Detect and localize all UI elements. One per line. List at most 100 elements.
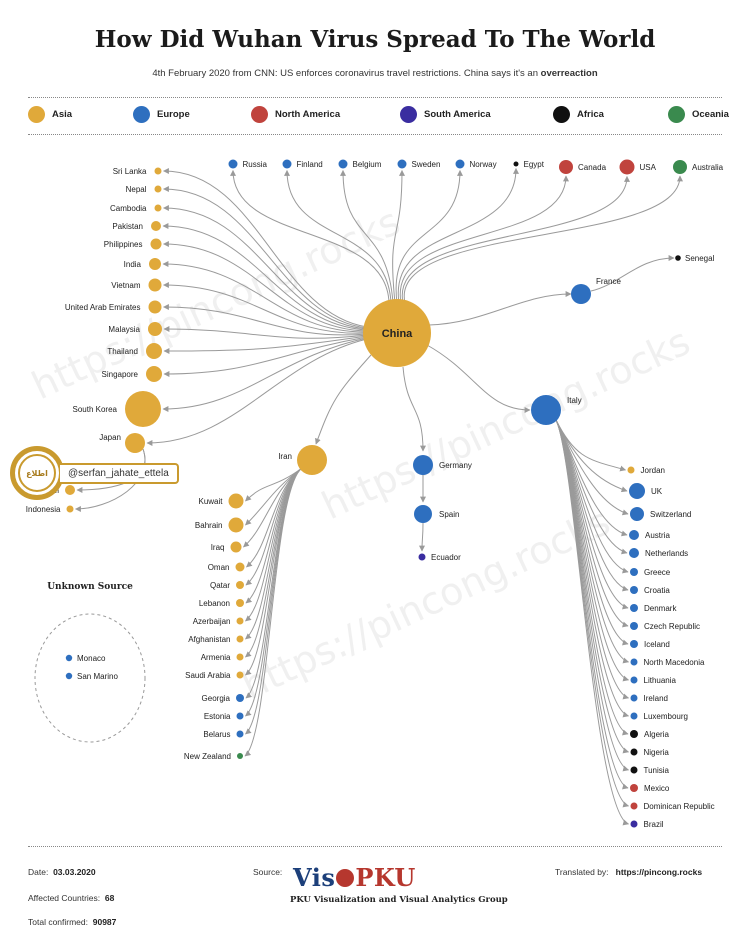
node-marker (228, 159, 238, 169)
node-czech-republic: Czech Republic (630, 622, 700, 631)
node-label: Nepal (126, 185, 147, 194)
node-croatia: Croatia (630, 586, 670, 595)
node-united-arab-emirates: United Arab Emirates (65, 300, 162, 314)
legend: Asia Europe North America South America Afri… (28, 106, 729, 126)
node-marker (65, 485, 75, 495)
node-label: China (382, 328, 413, 340)
node-marker (236, 653, 244, 661)
node-label: Georgia (202, 694, 231, 703)
spread-edge (315, 354, 372, 445)
node-marker (629, 483, 645, 499)
node-indonesia: Indonesia (26, 505, 74, 514)
node-marker (630, 784, 638, 792)
footer-date: Date: 03.03.2020 (28, 867, 96, 877)
node-marker (630, 507, 644, 521)
node-saudi-arabia: Saudi Arabia (185, 671, 244, 680)
spread-edge (163, 326, 368, 339)
node-tunisia: Tunisia (630, 766, 670, 775)
node-marker (630, 676, 638, 684)
node-netherlands: Netherlands (629, 548, 688, 558)
legend-item-south-america: South America (400, 106, 491, 123)
legend-label: Europe (157, 109, 190, 120)
node-marker (297, 445, 327, 475)
node-senegal: Senegal (675, 254, 715, 263)
spread-edge (419, 522, 426, 552)
node-san-marino: San Marino (65, 672, 118, 681)
spread-edge (162, 205, 368, 330)
node-marker (236, 671, 244, 679)
node-label: Jordan (641, 466, 665, 475)
node-label: Sweden (412, 160, 441, 169)
node-label: Afghanistan (188, 635, 230, 644)
node-marker (630, 730, 638, 738)
node-label: Ireland (644, 694, 668, 703)
node-marker (414, 505, 432, 523)
node-label: Japan (99, 433, 121, 442)
legend-item-africa: Africa (553, 106, 604, 123)
node-marker (418, 553, 426, 561)
node-cambodia: Cambodia (110, 204, 162, 213)
legend-item-asia: Asia (28, 106, 72, 123)
spread-edge (162, 337, 368, 412)
node-afghanistan: Afghanistan (188, 635, 244, 644)
node-marker (363, 299, 431, 367)
node-marker (571, 284, 591, 304)
node-marker (559, 160, 573, 174)
channel-handle: @serfan_jahate_ettela (60, 462, 179, 484)
node-marker (630, 640, 638, 648)
node-australia: Australia (673, 160, 724, 174)
spread-edge (163, 336, 368, 377)
node-label: India (124, 260, 142, 269)
node-uk: UK (629, 483, 663, 499)
node-label: UK (651, 487, 663, 496)
node-label: Luxembourg (644, 712, 688, 721)
legend-label: North America (275, 109, 341, 120)
node-label: Denmark (644, 604, 677, 613)
node-armenia: Armenia (201, 653, 244, 662)
node-spain: Spain (414, 505, 459, 523)
node-label: Australia (692, 163, 724, 172)
node-marker (673, 160, 687, 174)
node-label: Sri Lanka (113, 167, 147, 176)
spread-edge (340, 169, 394, 304)
node-marker (66, 505, 74, 513)
node-label: Brazil (644, 820, 664, 829)
logo-emblem-icon (336, 868, 355, 887)
node-georgia: Georgia (202, 694, 244, 703)
node-singapore: Singapore (102, 366, 162, 382)
node-marker (630, 586, 638, 594)
legend-label: Asia (52, 109, 73, 120)
spread-edge (284, 169, 392, 304)
node-marker (675, 255, 681, 261)
node-label: France (596, 277, 621, 286)
node-label: Estonia (204, 712, 231, 721)
spread-edge (402, 366, 426, 452)
node-oman: Oman (208, 562, 245, 572)
node-marker (413, 455, 433, 475)
spread-edge (428, 291, 572, 326)
node-usa: USA (619, 159, 657, 175)
node-marker (630, 802, 638, 810)
node-bahrain: Bahrain (195, 517, 244, 533)
legend-item-europe: Europe (133, 106, 190, 123)
node-label: Senegal (685, 254, 715, 263)
page-subtitle: 4th February 2020 from CNN: US enforces … (152, 68, 598, 79)
spread-edge (162, 186, 368, 329)
spread-edge (162, 223, 368, 331)
node-marker (630, 694, 638, 702)
node-label: Indonesia (26, 505, 61, 514)
node-egypt: Egypt (513, 160, 545, 169)
node-marker (151, 221, 161, 231)
node-marker (150, 238, 162, 250)
node-thailand: Thailand (107, 343, 162, 359)
node-japan: Japan (99, 433, 145, 453)
node-monaco: Monaco (65, 654, 106, 663)
node-marker (228, 517, 244, 533)
node-marker (236, 581, 244, 589)
watermark-text: https://pincong.rocks (235, 499, 616, 708)
spread-edge (395, 169, 463, 304)
node-lebanon: Lebanon (199, 599, 244, 608)
node-kuwait: Kuwait (198, 493, 244, 509)
spread-edge (162, 168, 368, 328)
